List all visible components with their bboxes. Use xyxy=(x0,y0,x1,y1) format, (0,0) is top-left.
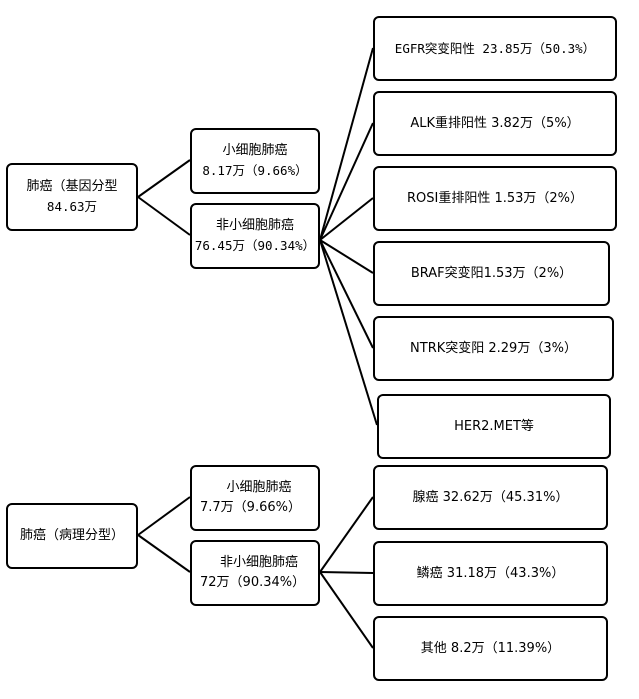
root-pathology-line1: 肺癌（病理分型） xyxy=(19,528,124,543)
small-cell-node-2: 小细胞肺癌 7.7万（9.66%） xyxy=(190,465,320,531)
non-small-cell-node-2: 非小细胞肺癌 72万（90.34%） xyxy=(190,540,320,606)
connector-root2-smallcell xyxy=(137,496,191,536)
leaf-her2-met: HER2.MET等 xyxy=(377,394,611,459)
root-pathology-node: 肺癌（病理分型） xyxy=(6,503,138,569)
connector-nsclc2-squamous xyxy=(319,571,374,574)
connector-root-smallcell xyxy=(137,159,191,198)
small-cell-value: 8.17万（9.66%） xyxy=(202,163,308,178)
leaf-braf: BRAF突变阳1.53万（2%） xyxy=(373,241,610,306)
non-small-cell-title: 非小细胞肺癌 xyxy=(215,218,294,233)
connector-nsclc-ntrk xyxy=(319,239,374,349)
leaf-egfr: EGFR突变阳性 23.85万（50.3%） xyxy=(373,16,617,81)
leaf-alk: ALK重排阳性 3.82万（5%） xyxy=(373,91,617,156)
leaf-other-label: 其他 8.2万（11.39%） xyxy=(420,640,561,656)
non-small-cell-title-2: 非小细胞肺癌 xyxy=(219,555,298,570)
connector-nsclc-alk xyxy=(319,122,374,241)
small-cell-title-2: 小细胞肺癌 xyxy=(226,480,292,495)
connector-nsclc2-adeno xyxy=(319,496,374,573)
leaf-rosi-label: ROSI重排阳性 1.53万（2%） xyxy=(406,190,584,206)
root-genetic-node: 肺癌（基因分型 84.63万 xyxy=(6,163,138,231)
connector-nsclc-egfr xyxy=(319,47,374,241)
connector-root2-nonsmallcell xyxy=(137,534,191,573)
connector-nsclc-rosi xyxy=(319,197,374,241)
root-genetic-line2: 84.63万 xyxy=(46,199,98,214)
leaf-squamous: 鳞癌 31.18万（43.3%） xyxy=(373,541,608,606)
non-small-cell-value: 76.45万（90.34%） xyxy=(194,238,316,253)
connector-nsclc-braf xyxy=(319,239,374,274)
leaf-squamous-label: 鳞癌 31.18万（43.3%） xyxy=(416,565,565,581)
leaf-her2-met-label: HER2.MET等 xyxy=(454,418,534,434)
leaf-alk-label: ALK重排阳性 3.82万（5%） xyxy=(410,115,580,131)
small-cell-node: 小细胞肺癌 8.17万（9.66%） xyxy=(190,128,320,194)
connector-nsclc-her2 xyxy=(319,239,378,426)
connector-root-nonsmallcell xyxy=(137,196,191,236)
leaf-ntrk: NTRK突变阳 2.29万（3%） xyxy=(373,316,614,381)
non-small-cell-node: 非小细胞肺癌 76.45万（90.34%） xyxy=(190,203,320,269)
leaf-rosi: ROSI重排阳性 1.53万（2%） xyxy=(373,166,617,231)
small-cell-value-2: 7.7万（9.66%） xyxy=(200,500,301,515)
leaf-other: 其他 8.2万（11.39%） xyxy=(373,616,608,681)
connector-nsclc2-other xyxy=(319,571,374,649)
leaf-braf-label: BRAF突变阳1.53万（2%） xyxy=(410,265,573,281)
leaf-adenocarcinoma-label: 腺癌 32.62万（45.31%） xyxy=(412,489,569,505)
leaf-egfr-label: EGFR突变阳性 23.85万（50.3%） xyxy=(394,40,596,56)
leaf-ntrk-label: NTRK突变阳 2.29万（3%） xyxy=(410,340,577,356)
small-cell-title: 小细胞肺癌 xyxy=(222,143,288,158)
root-genetic-line1: 肺癌（基因分型 xyxy=(26,179,118,194)
non-small-cell-value-2: 72万（90.34%） xyxy=(200,575,306,590)
leaf-adenocarcinoma: 腺癌 32.62万（45.31%） xyxy=(373,465,608,530)
